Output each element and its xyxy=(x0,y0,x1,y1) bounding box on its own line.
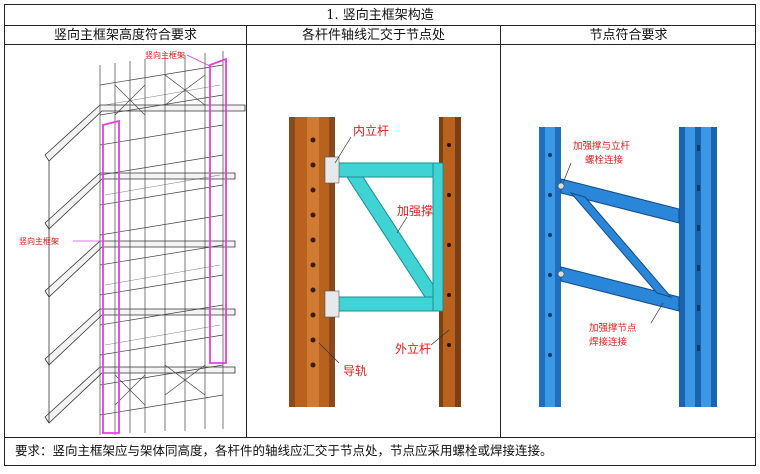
label-bolt-connection-line2: 螺栓连接 xyxy=(585,154,624,166)
header-node-requirement: 节点符合要求 xyxy=(589,28,668,43)
label-vertical-frame-left: 竖向主框架 xyxy=(19,236,59,246)
label-weld-connection-line2: 焊接连接 xyxy=(589,336,628,348)
label-brace: 加强撑 xyxy=(397,203,433,218)
header-frame-height: 竖向主框架高度符合要求 xyxy=(53,28,197,43)
label-vertical-frame-top: 竖向主框架 xyxy=(145,50,185,60)
node-requirement-figure: 加强撑与立杆 螺栓连接 加强撑节点 焊接连接 xyxy=(501,45,756,438)
axis-intersection-figure: 内立杆 加强撑 外立杆 导轨 xyxy=(247,45,500,438)
section-title: 1. 竖向主框架构造 xyxy=(5,5,755,26)
node-connection-render: 加强撑与立杆 螺栓连接 加强撑节点 焊接连接 xyxy=(539,127,717,407)
scaffold-isometric-drawing: 竖向主框架 竖向主框架 xyxy=(19,50,246,435)
label-outer-pole: 外立杆 xyxy=(395,341,431,356)
spec-table: 1. 竖向主框架构造 竖向主框架高度符合要求 各杆件轴线汇交于节点处 节点符合要… xyxy=(4,4,756,466)
header-axis-intersection: 各杆件轴线汇交于节点处 xyxy=(301,28,445,43)
column-headers: 竖向主框架高度符合要求 各杆件轴线汇交于节点处 节点符合要求 xyxy=(5,26,755,45)
image-row: 竖向主框架 竖向主框架 xyxy=(5,45,755,438)
frame-height-figure: 竖向主框架 竖向主框架 xyxy=(5,45,246,438)
label-guide-rail: 导轨 xyxy=(343,364,367,378)
brace-node-render: 内立杆 加强撑 外立杆 导轨 xyxy=(289,117,461,407)
requirement-text: 要求：竖向主框架应与架体同高度，各杆件的轴线应汇交于节点处，节点应采用螺栓或焊接… xyxy=(15,443,553,458)
label-inner-pole: 内立杆 xyxy=(353,123,389,138)
column-divider xyxy=(246,26,247,438)
label-weld-connection-line1: 加强撑节点 xyxy=(589,322,637,334)
column-divider xyxy=(500,26,501,438)
label-bolt-connection-line1: 加强撑与立杆 xyxy=(573,140,631,152)
